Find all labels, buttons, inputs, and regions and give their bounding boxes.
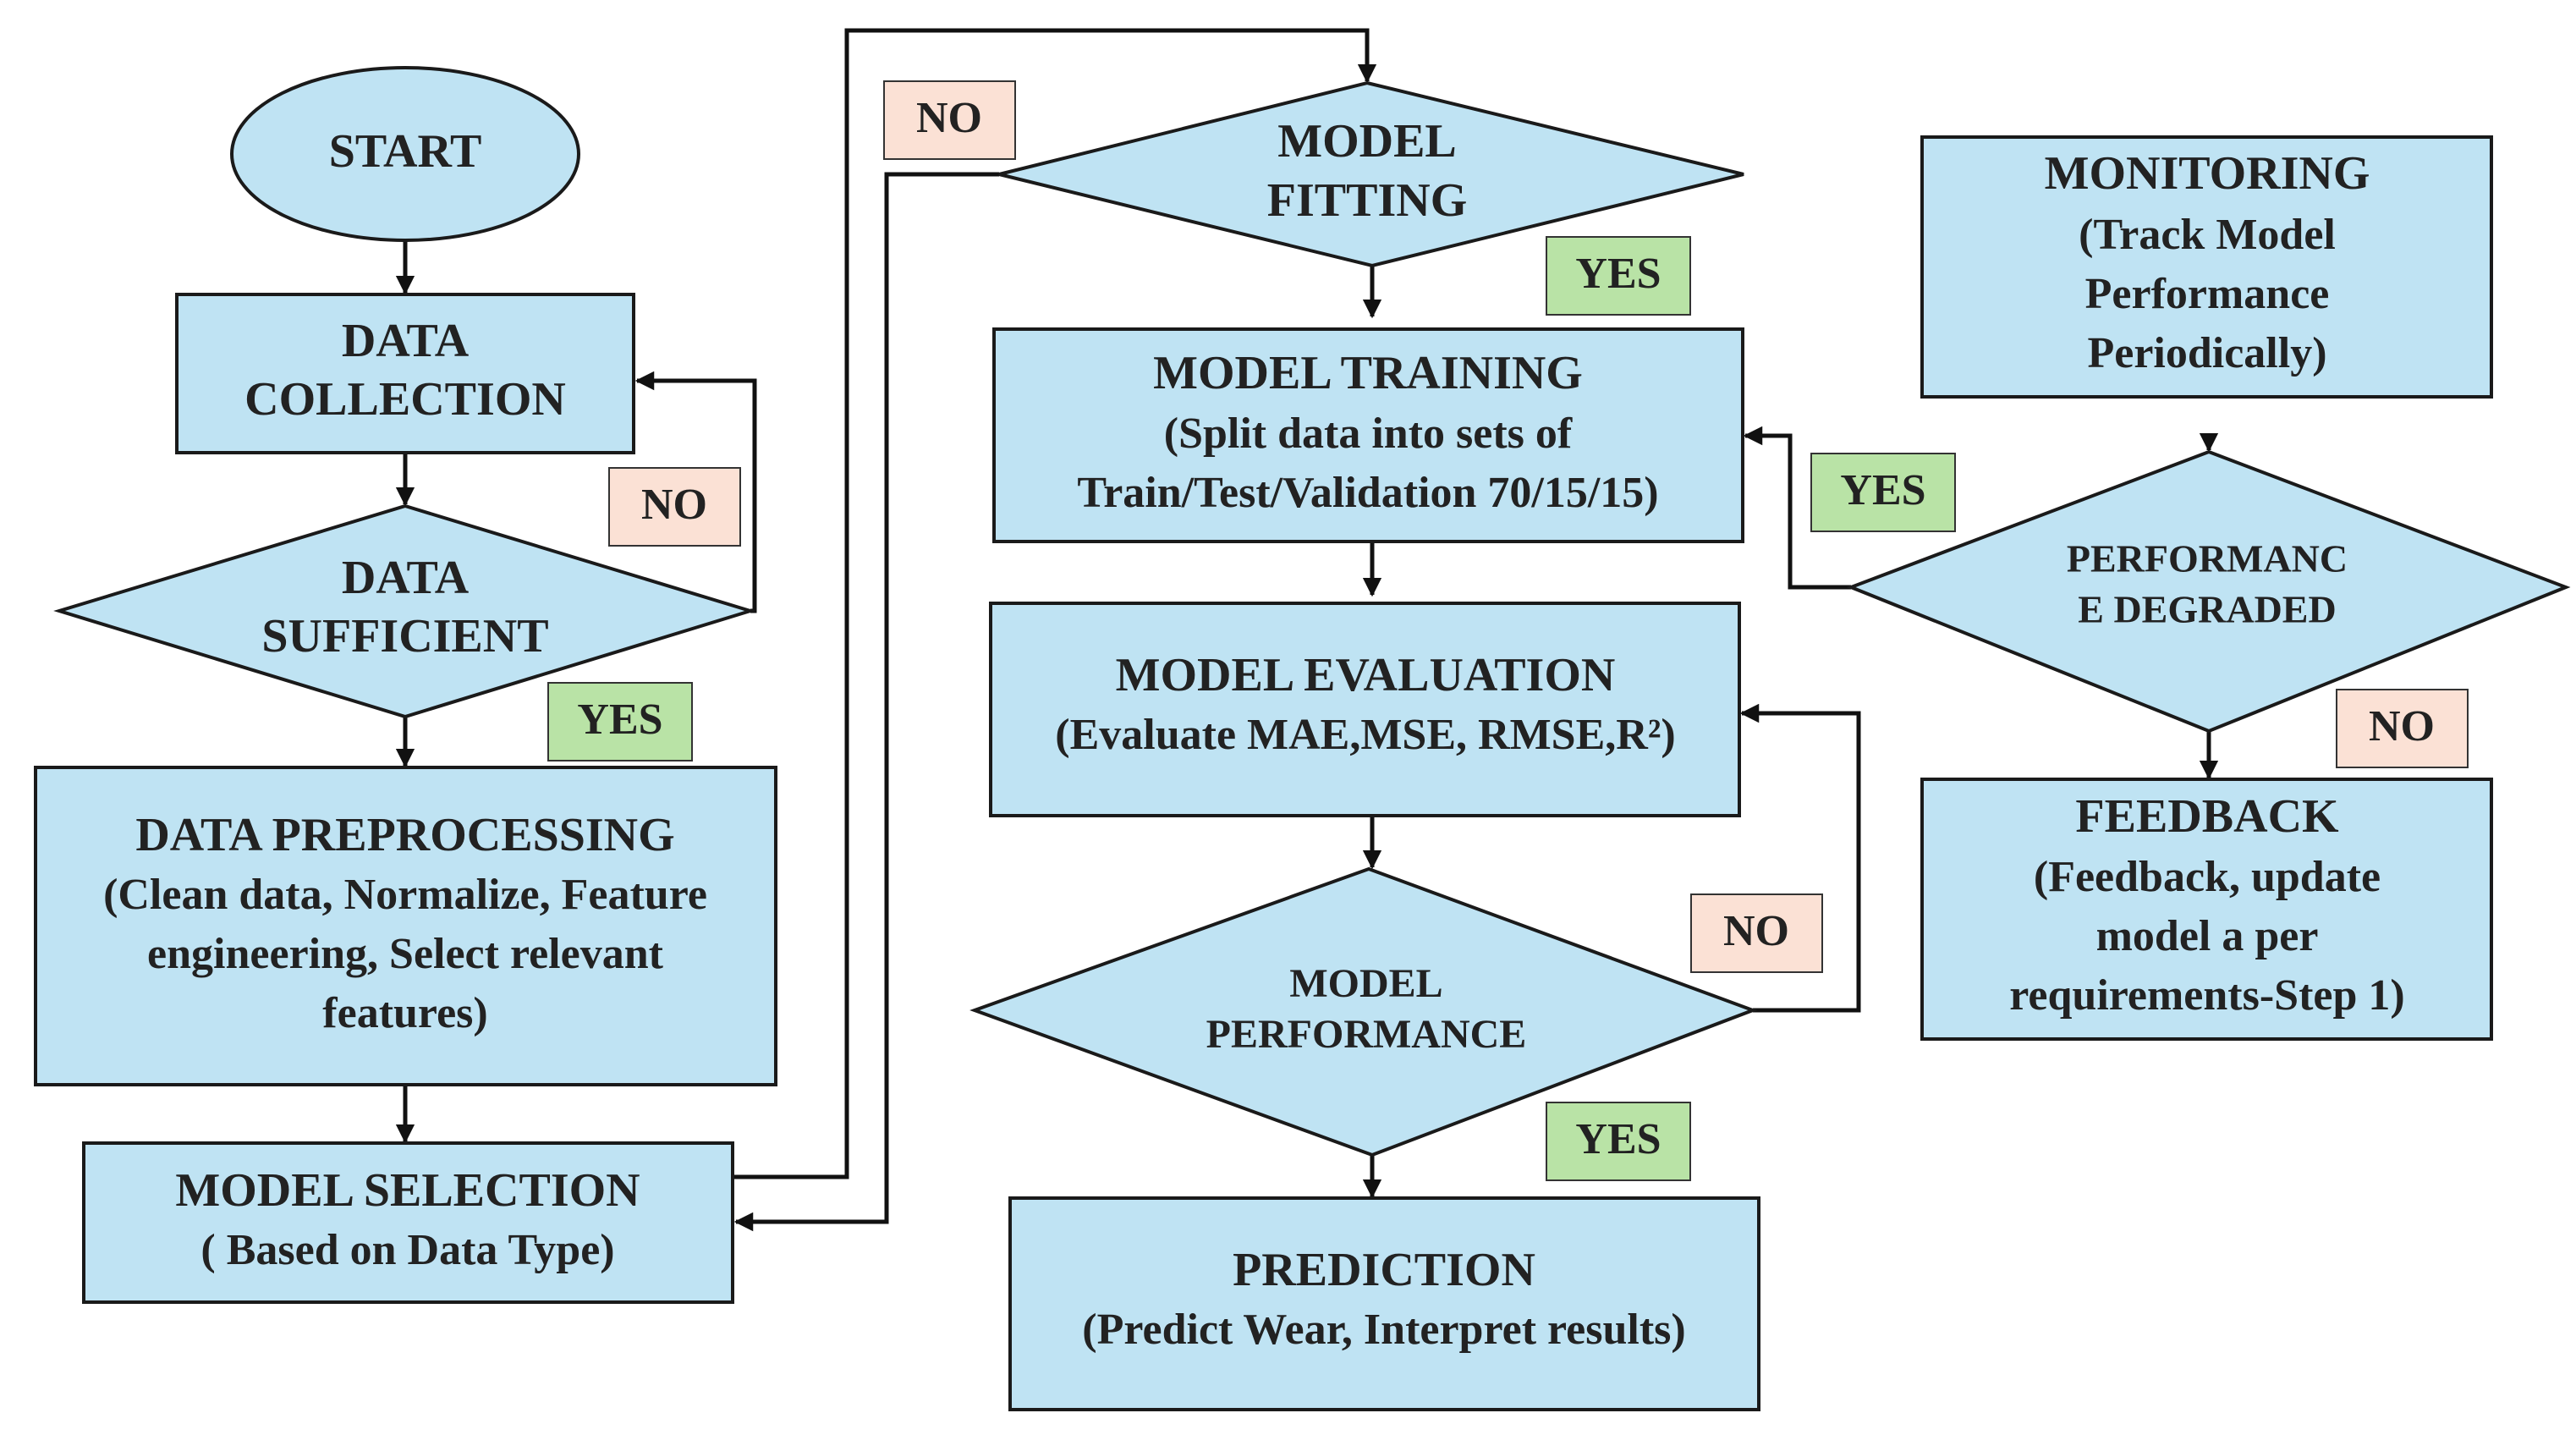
tag-model-fitting-no: NO	[883, 80, 1016, 160]
model-fitting-line-2: FITTING	[1267, 174, 1468, 227]
data-collection-node: DATA COLLECTION	[175, 293, 635, 454]
feedback-node: FEEDBACK (Feedback, update model a per r…	[1920, 778, 2493, 1041]
data-preprocessing-line-3: engineering, Select relevant	[147, 930, 664, 978]
tag-model-performance-yes: YES	[1546, 1102, 1691, 1181]
model-performance-line-1: MODEL	[1289, 961, 1442, 1006]
monitoring-line-2: (Track Model	[2079, 211, 2336, 259]
data-preprocessing-node: DATA PREPROCESSING (Clean data, Normaliz…	[34, 766, 777, 1086]
model-training-line-3: Train/Test/Validation 70/15/15)	[1077, 469, 1658, 517]
prediction-line-2: (Predict Wear, Interpret results)	[1082, 1306, 1685, 1354]
model-selection-line-2: ( Based on Data Type)	[200, 1226, 614, 1274]
data-collection-line-1: DATA	[342, 315, 470, 367]
connector-degraded-yes-to-training	[1743, 426, 1851, 590]
tag-model-fitting-yes-label: YES	[1575, 250, 1661, 298]
model-evaluation-node: MODEL EVALUATION (Evaluate MAE,MSE, RMSE…	[989, 602, 1741, 817]
prediction-line-1: PREDICTION	[1233, 1244, 1535, 1296]
model-performance-line-2: PERFORMANCE	[1206, 1012, 1527, 1057]
performance-degraded-line-1: PERFORMANC	[2067, 537, 2348, 580]
tag-performance-degraded-no-label: NO	[2369, 702, 2435, 750]
model-performance-decision: MODEL PERFORMANCE	[969, 866, 1758, 1157]
tag-model-performance-no: NO	[1690, 893, 1823, 973]
monitoring-line-4: Periodically)	[2087, 329, 2326, 377]
data-collection-line-2: COLLECTION	[244, 373, 566, 426]
data-preprocessing-line-2: (Clean data, Normalize, Feature	[103, 871, 707, 919]
performance-degraded-line-2: E DEGRADED	[2078, 588, 2336, 631]
feedback-line-1: FEEDBACK	[2075, 790, 2339, 843]
tag-data-sufficient-no-label: NO	[641, 481, 707, 529]
model-training-line-1: MODEL TRAINING	[1153, 347, 1583, 399]
tag-data-sufficient-no: NO	[608, 467, 741, 547]
data-sufficient-line-2: SUFFICIENT	[261, 610, 548, 663]
monitoring-line-3: Performance	[2085, 270, 2330, 318]
feedback-line-2: (Feedback, update	[2034, 853, 2381, 901]
connector-fitting-no-loop	[733, 172, 999, 1232]
data-sufficient-line-1: DATA	[342, 552, 470, 604]
tag-model-performance-no-label: NO	[1723, 907, 1789, 955]
tag-model-fitting-yes: YES	[1546, 236, 1691, 316]
model-selection-node: MODEL SELECTION ( Based on Data Type)	[82, 1141, 734, 1304]
connector-performance-no-loop	[1739, 703, 1861, 1013]
tag-performance-degraded-no: NO	[2336, 689, 2469, 768]
tag-data-sufficient-yes-label: YES	[577, 696, 662, 744]
start-node: START	[230, 66, 580, 242]
prediction-node: PREDICTION (Predict Wear, Interpret resu…	[1008, 1196, 1760, 1411]
tag-model-fitting-no-label: NO	[916, 94, 982, 142]
data-sufficient-decision: DATA SUFFICIENT	[53, 503, 756, 719]
model-training-node: MODEL TRAINING (Split data into sets of …	[992, 327, 1744, 543]
model-fitting-line-1: MODEL	[1277, 115, 1457, 168]
data-preprocessing-line-1: DATA PREPROCESSING	[135, 809, 674, 861]
start-label: START	[329, 125, 482, 178]
monitoring-node: MONITORING (Track Model Performance Peri…	[1920, 135, 2493, 399]
monitoring-line-1: MONITORING	[2045, 147, 2370, 200]
tag-data-sufficient-yes: YES	[547, 682, 693, 761]
tag-performance-degraded-yes-label: YES	[1840, 466, 1925, 514]
model-training-line-2: (Split data into sets of	[1164, 410, 1573, 458]
model-fitting-decision: MODEL FITTING	[998, 80, 1744, 268]
model-evaluation-line-2: (Evaluate MAE,MSE, RMSE,R²)	[1055, 711, 1675, 759]
model-evaluation-line-1: MODEL EVALUATION	[1116, 649, 1616, 701]
tag-performance-degraded-yes: YES	[1810, 453, 1956, 532]
performance-degraded-decision: PERFORMANC E DEGRADED	[1846, 449, 2571, 734]
feedback-line-4: requirements-Step 1)	[2009, 971, 2404, 1020]
feedback-line-3: model a per	[2096, 912, 2319, 960]
data-preprocessing-line-4: features)	[322, 989, 487, 1037]
model-selection-line-1: MODEL SELECTION	[175, 1164, 640, 1217]
connectors	[395, 28, 2219, 1232]
tag-model-performance-yes-label: YES	[1575, 1115, 1661, 1163]
connector-selection-to-fitting	[733, 28, 1377, 1179]
